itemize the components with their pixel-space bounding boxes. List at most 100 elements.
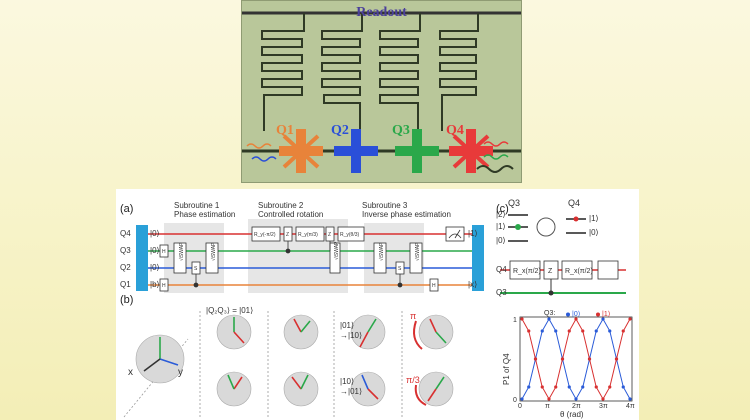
c-q3-label: Q3 bbox=[508, 198, 521, 208]
data-point-0-1 bbox=[527, 385, 531, 389]
c-q4-label: Q4 bbox=[568, 198, 581, 208]
rotation-arrow-1 bbox=[413, 320, 423, 350]
qubit-label-2: Q2 bbox=[331, 123, 349, 138]
gate-text-s-2: S bbox=[398, 266, 402, 272]
axis-label-y: y bbox=[178, 367, 183, 378]
gate-text-ry-3: R_y(θ/3) bbox=[340, 232, 360, 238]
data-point-0-9 bbox=[581, 385, 585, 389]
panel-a-label: (a) bbox=[120, 203, 134, 215]
ry-gate-3 bbox=[337, 226, 365, 242]
x-tick-label-4: 4π bbox=[626, 403, 635, 410]
figure-panel: √iSWAP √iSWAP √iSWAP √iSWAP √iSWAP H H H… bbox=[116, 189, 639, 420]
y-tick-label-1: 1 bbox=[513, 317, 517, 324]
data-point-0-8 bbox=[574, 397, 578, 401]
panel-b-label: (b) bbox=[120, 294, 134, 306]
gate-text-sqrt-4: √iSWAP bbox=[378, 242, 385, 261]
qubit-cross-4 bbox=[449, 129, 493, 173]
data-point-1-14 bbox=[614, 357, 619, 361]
gate-text-h-2: H bbox=[162, 283, 166, 289]
data-point-1-13 bbox=[608, 385, 612, 389]
state-label-4: →|01⟩ bbox=[340, 387, 363, 396]
state-label-3: |10⟩ bbox=[340, 377, 355, 386]
subroutine-3-subtitle: Inverse phase estimation bbox=[362, 210, 451, 219]
subroutine-3-title: Subroutine 3 bbox=[362, 201, 408, 210]
chart-xlabel: θ (rad) bbox=[560, 410, 584, 419]
data-point-1-4 bbox=[547, 397, 551, 401]
input-ket-1: |0⟩ bbox=[150, 229, 160, 238]
data-point-1-16 bbox=[628, 317, 632, 321]
chip-drawing bbox=[242, 11, 521, 173]
data-point-1-12 bbox=[601, 397, 605, 401]
gate-text-s-1: S bbox=[194, 266, 198, 272]
state-label-2: →|10⟩ bbox=[340, 331, 363, 340]
data-point-1-2 bbox=[533, 357, 538, 361]
ket-label: |Q₂Q₃⟩ = |01⟩ bbox=[206, 306, 254, 315]
c-row-q4: Q4 bbox=[496, 265, 507, 274]
gate-text-z-c: Z bbox=[548, 268, 553, 275]
sqrt-swap-gate-1 bbox=[173, 242, 187, 274]
gate-text-h-3: H bbox=[432, 283, 436, 289]
row-label-q1: Q1 bbox=[120, 280, 131, 289]
data-point-1-15 bbox=[621, 329, 625, 333]
qubit-cross-2 bbox=[334, 129, 378, 173]
gate-text-sqrt-5: √iSWAP bbox=[414, 242, 421, 261]
input-ket-4: |b⟩ bbox=[150, 280, 160, 289]
chip-micrograph: Readout Q1 Q2 Q3 Q4 bbox=[241, 0, 522, 183]
gate-text-sqrt-1: √iSWAP bbox=[178, 242, 185, 261]
legend-prefix: Q3: bbox=[544, 310, 556, 317]
measure-box-c bbox=[597, 260, 619, 280]
qubit-label-4: Q4 bbox=[446, 123, 464, 138]
figure-drawing: √iSWAP √iSWAP √iSWAP √iSWAP √iSWAP H H H… bbox=[123, 214, 635, 418]
output-bar bbox=[472, 225, 484, 291]
data-point-1-9 bbox=[581, 329, 585, 333]
output-ket-1: |1⟩ bbox=[468, 229, 478, 238]
bloch-spheres bbox=[135, 314, 454, 407]
x-tick-label-3: 3π bbox=[599, 403, 608, 410]
rx-gate-left bbox=[509, 260, 541, 280]
data-point-0-12 bbox=[601, 317, 605, 321]
chart-frame bbox=[519, 316, 633, 402]
data-point-0-4 bbox=[547, 317, 551, 321]
q4-level-0: |0⟩ bbox=[589, 228, 599, 237]
input-bar bbox=[136, 225, 148, 291]
legend-marker-1 bbox=[596, 312, 600, 317]
legend-series-1: |1⟩ bbox=[602, 311, 611, 318]
data-point-1-7 bbox=[567, 329, 571, 333]
legend-series-0: |0⟩ bbox=[572, 311, 581, 318]
sqrt-swap-gate-2 bbox=[205, 242, 219, 274]
resonator-2 bbox=[321, 13, 363, 131]
q4-level-1: |1⟩ bbox=[589, 214, 599, 223]
data-point-0-5 bbox=[554, 329, 558, 333]
sqrt-swap-gate-4 bbox=[373, 242, 387, 274]
exchange-circle bbox=[536, 217, 556, 237]
rx-gate-right bbox=[561, 260, 593, 280]
data-point-1-3 bbox=[540, 385, 544, 389]
data-point-1-5 bbox=[554, 385, 558, 389]
subroutine-1-title: Subroutine 1 bbox=[174, 201, 220, 210]
input-wave-2 bbox=[251, 156, 277, 162]
readout-label: Readout bbox=[356, 5, 407, 20]
gate-text-z-2: Z bbox=[328, 232, 331, 238]
data-point-0-0 bbox=[520, 397, 524, 401]
ry-gate-2 bbox=[295, 226, 325, 242]
sqrt-swap-gate-5 bbox=[409, 242, 423, 274]
chart-ylabel: P1 of Q4 bbox=[502, 353, 511, 385]
q3-level-2: |2⟩ bbox=[496, 210, 506, 219]
resonator-3 bbox=[379, 13, 421, 131]
sqrt-swap-gate-3 bbox=[329, 242, 341, 274]
row-label-q3: Q3 bbox=[120, 246, 131, 255]
q3-level-0: |0⟩ bbox=[496, 236, 506, 245]
q3-state-dot bbox=[515, 224, 521, 230]
q4-state-dot bbox=[573, 216, 579, 222]
output-ket-2: |x⟩ bbox=[468, 280, 478, 289]
qubit-label-1: Q1 bbox=[276, 123, 294, 138]
x-tick-label-0: 0 bbox=[518, 403, 522, 410]
data-point-0-15 bbox=[621, 385, 625, 389]
input-ket-2: |0⟩ bbox=[150, 246, 160, 255]
gate-text-z-1: Z bbox=[286, 232, 289, 238]
data-point-1-11 bbox=[594, 385, 598, 389]
flux-line bbox=[476, 165, 514, 173]
qubit-cross-1 bbox=[279, 129, 323, 173]
row-label-q4: Q4 bbox=[120, 229, 131, 238]
